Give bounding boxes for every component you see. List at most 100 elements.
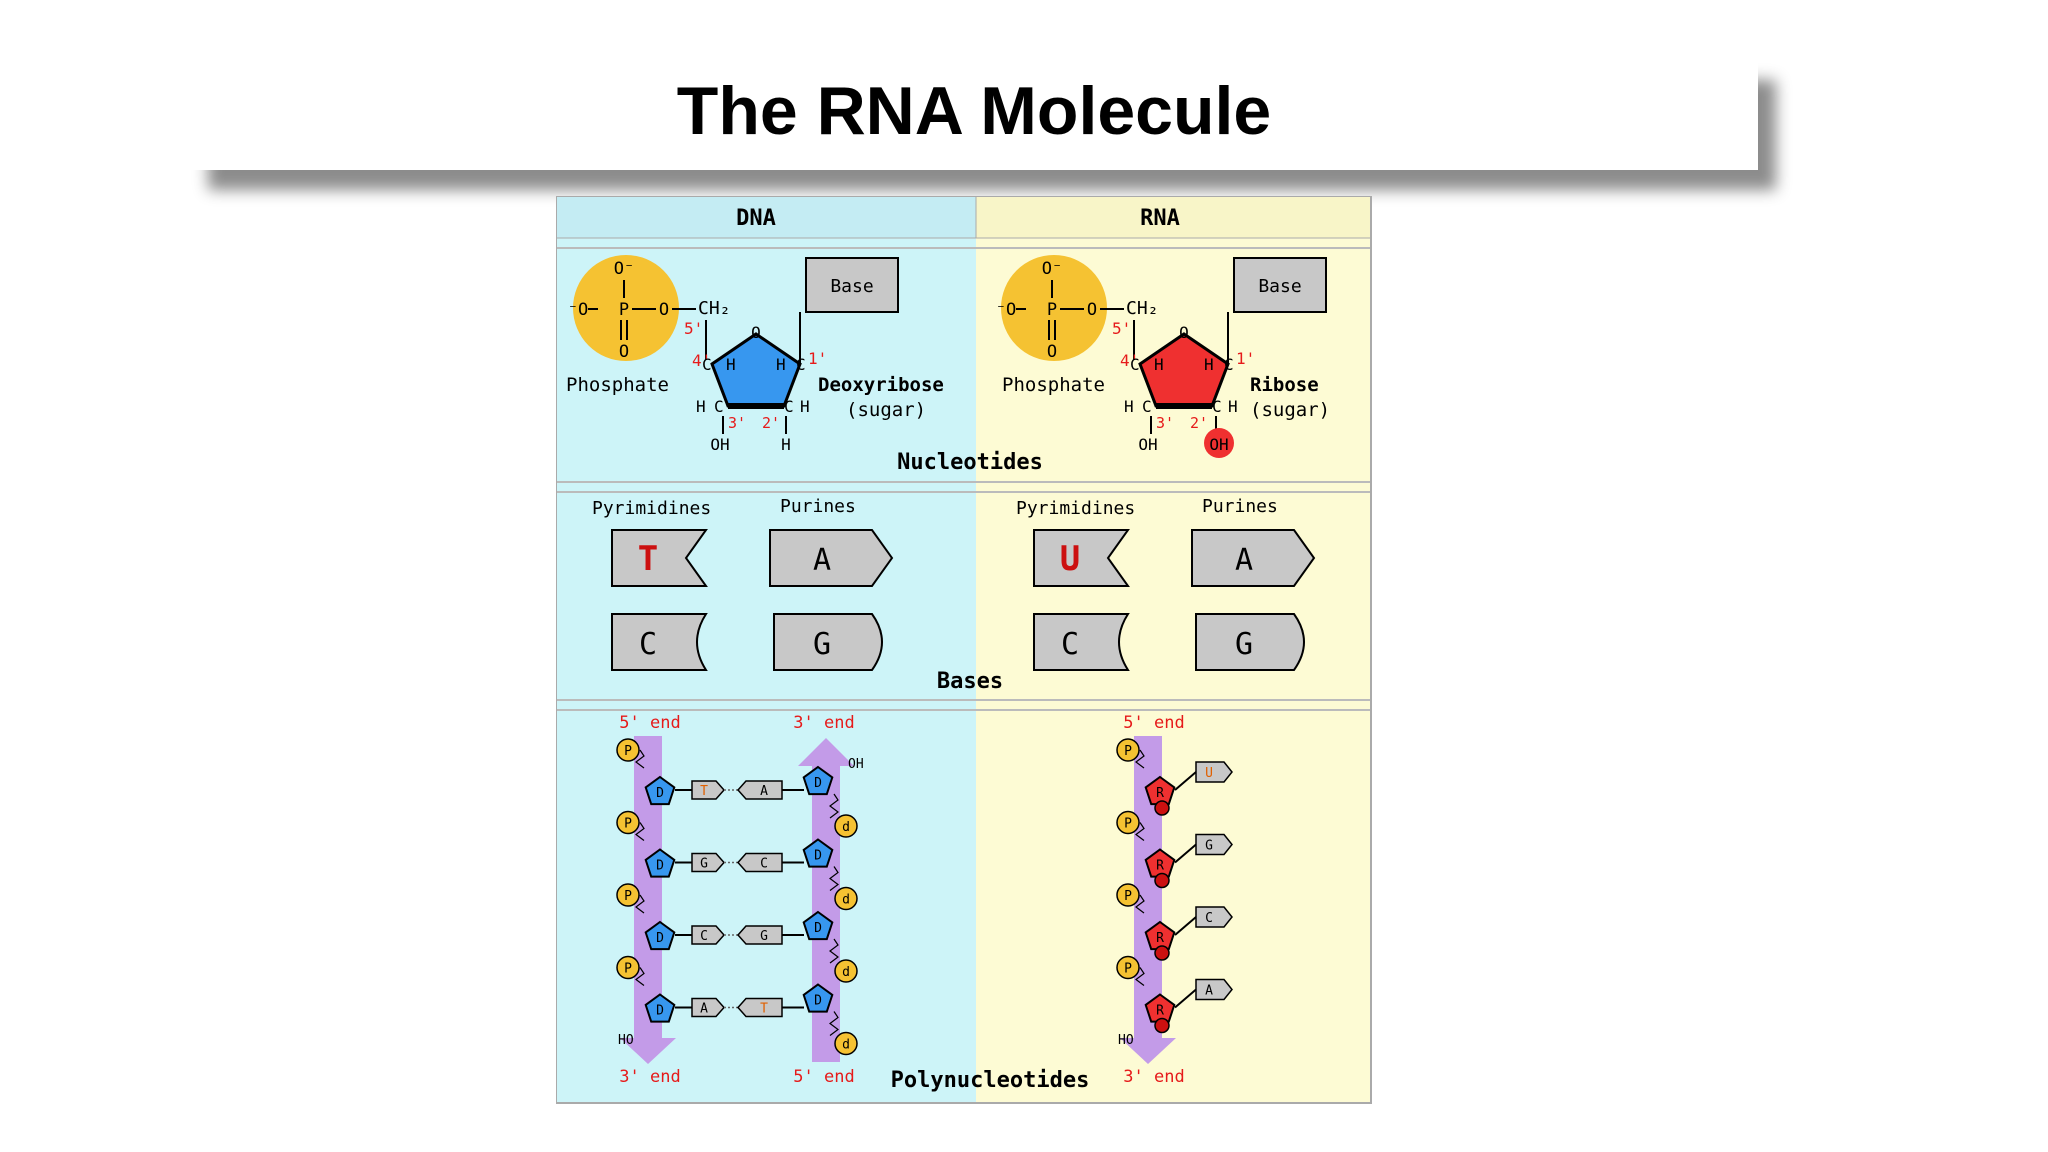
svg-text:5': 5' <box>1112 319 1131 338</box>
dna-pair-left-base <box>691 852 726 873</box>
svg-text:G: G <box>813 627 831 662</box>
dna-left-sugar <box>644 848 676 878</box>
dna-rna-comparison-figure: DNA RNA O⁻ ⁻O P O O Phosphate CH₂ 5' O 4… <box>556 196 1372 1104</box>
dna-right-phosphate-label: d <box>842 965 850 980</box>
rna-2oh-dot <box>1154 872 1170 889</box>
svg-text:2': 2' <box>1190 414 1208 432</box>
dna-right-sugar-label: D <box>814 849 822 864</box>
svg-text:3': 3' <box>1156 414 1174 432</box>
deoxyribose-label: Deoxyribose <box>818 374 944 396</box>
dna-pair-right-base-label: C <box>760 857 768 872</box>
dna-left-phosphate-label: P <box>624 889 632 904</box>
rna-base-label: A <box>1205 984 1213 999</box>
svg-text:OH: OH <box>1138 435 1157 454</box>
dna-right-phosphate-label: d <box>842 1038 850 1053</box>
rna-phosphate-label: P <box>1124 889 1132 904</box>
rna-base-C <box>1033 613 1130 671</box>
dna-right-sugar <box>802 838 834 868</box>
dna-right-sugar-label: D <box>814 994 822 1009</box>
dna-right-sugar <box>802 983 834 1013</box>
rna-base <box>1195 761 1233 783</box>
svg-text:⁻O: ⁻O <box>568 300 588 320</box>
svg-text:O: O <box>1179 323 1189 342</box>
dna-pair-left-base-label: G <box>700 857 708 872</box>
rna-phosphate-circle <box>1001 255 1107 361</box>
rna-bottom-end: 3' end <box>1123 1067 1184 1087</box>
svg-text:H: H <box>696 397 706 416</box>
ribose-label: Ribose <box>1250 374 1319 396</box>
rna-base <box>1195 978 1233 1001</box>
dna-base-G <box>773 613 883 671</box>
svg-text:O: O <box>1047 342 1057 362</box>
svg-text:O: O <box>1087 300 1097 320</box>
rna-phosphate <box>1116 810 1140 835</box>
dna-left-top-end: 5' end <box>619 713 680 733</box>
svg-text:(sugar): (sugar) <box>1250 399 1330 421</box>
rna-base-box <box>1233 257 1327 313</box>
rna-2oh-dot <box>1154 800 1170 816</box>
svg-text:H: H <box>1204 355 1214 374</box>
svg-text:HO: HO <box>1118 1033 1134 1048</box>
figure-svg: DNA RNA O⁻ ⁻O P O O Phosphate CH₂ 5' O 4… <box>556 196 1372 1104</box>
rna-base-label: U <box>1205 766 1213 781</box>
dna-left-phosphate-label: P <box>624 817 632 832</box>
dna-pair-right-base-label: G <box>760 929 768 944</box>
dna-left-phosphate <box>616 738 640 762</box>
svg-text:HO: HO <box>618 1033 634 1048</box>
rna-bases: Pyrimidines Purines U C A G <box>1016 496 1316 671</box>
rna-sugar-label: R <box>1156 1004 1164 1019</box>
dna-right-sugar-label: D <box>814 921 822 936</box>
dna-left-phosphate-label: P <box>624 744 632 759</box>
slide-title: The RNA Molecule <box>676 73 1272 149</box>
dna-left-bottom-end: 3' end <box>619 1067 680 1087</box>
dna-pair-left-base-label: A <box>700 1002 708 1017</box>
header-rna: RNA <box>1140 206 1180 231</box>
dna-right-phosphate-label: d <box>842 893 850 908</box>
dna-left-phosphate <box>616 810 640 835</box>
section-label-nucleotides: Nucleotides <box>897 450 1043 475</box>
dna-pair-left-base <box>691 997 726 1018</box>
svg-text:C: C <box>1142 397 1152 416</box>
svg-text:C: C <box>714 397 724 416</box>
svg-text:H: H <box>1228 397 1238 416</box>
dna-right-sugar <box>802 765 834 796</box>
dna-right-phosphate <box>834 959 858 983</box>
rna-phosphate-label: Phosphate <box>1002 374 1105 396</box>
svg-text:H: H <box>781 435 791 454</box>
dna-pair-left-base-label: C <box>700 929 708 944</box>
svg-text:CH₂: CH₂ <box>1126 298 1159 319</box>
svg-text:C: C <box>796 355 806 374</box>
dna-pair-left-base <box>691 780 726 800</box>
rna-nucleotide: O⁻ ⁻O P O O Phosphate CH₂ 5' O 4' C H H … <box>996 255 1330 458</box>
rna-phosphate <box>1116 955 1140 980</box>
svg-text:1': 1' <box>808 349 827 368</box>
dna-left-sugar <box>644 920 676 951</box>
svg-text:O: O <box>619 342 629 362</box>
rna-phosphate-label: P <box>1124 962 1132 977</box>
dna-left-sugar <box>644 993 676 1023</box>
dna-pair-left-base <box>691 925 726 945</box>
rna-base-A <box>1191 529 1316 587</box>
dna-right-top-end: 3' end <box>793 713 854 733</box>
header-dna: DNA <box>736 206 776 231</box>
svg-text:O⁻: O⁻ <box>614 259 634 279</box>
dna-base-T <box>611 529 708 587</box>
svg-text:C: C <box>1061 627 1079 662</box>
dna-left-sugar <box>644 775 676 806</box>
svg-text:Purines: Purines <box>780 496 856 517</box>
svg-text:3': 3' <box>728 414 746 432</box>
dna-right-phosphate <box>834 814 858 838</box>
ribose-2-oh-highlight <box>1204 428 1234 458</box>
svg-text:(sugar): (sugar) <box>846 399 926 421</box>
dna-right-sugar <box>802 910 834 941</box>
dna-right-sugar-label: D <box>814 776 822 791</box>
svg-text:H: H <box>776 355 786 374</box>
rna-base-label: C <box>1205 911 1213 926</box>
rna-base-G <box>1195 613 1305 671</box>
column-headers: DNA RNA <box>556 196 1372 239</box>
svg-text:P: P <box>1047 300 1057 320</box>
svg-text:Base: Base <box>1258 276 1301 297</box>
dna-base-C <box>611 613 708 671</box>
